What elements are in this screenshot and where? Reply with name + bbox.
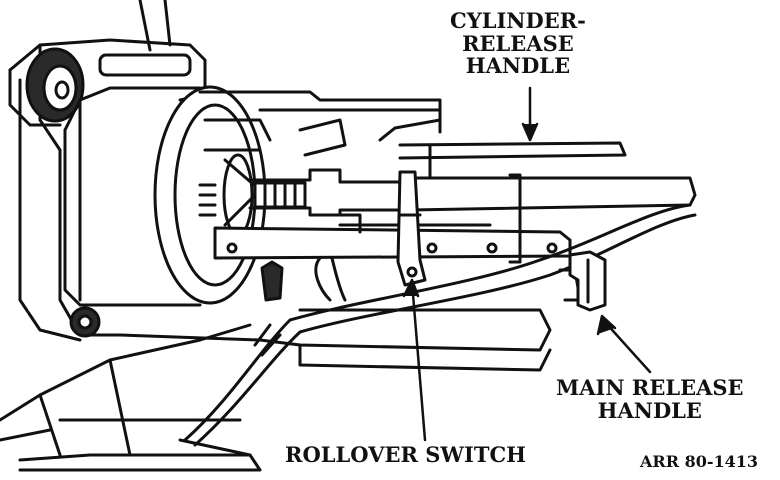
lower-rail — [213, 213, 572, 260]
figure-id: ARR 80-1413 — [640, 452, 759, 471]
base-skid — [0, 323, 262, 472]
main-label-line-1: MAIN RELEASE — [556, 375, 744, 400]
rollover-switch-block — [396, 170, 522, 287]
main-shaft — [248, 168, 697, 217]
right-support — [118, 308, 552, 372]
cylinder-label-line-1: CYLINDER- — [450, 8, 586, 33]
cylinder-label-line-2: RELEASE — [462, 30, 574, 56]
bottom-bolt — [69, 306, 101, 338]
fittings — [253, 256, 347, 357]
main-release-handle-part — [568, 250, 607, 312]
leader-lines — [402, 86, 652, 442]
cylinder-release-handle-label: CYLINDER- RELEASE HANDLE — [450, 8, 586, 79]
adjuster-knob — [25, 47, 85, 123]
upper-housing — [198, 90, 442, 152]
rollover-switch-label: ROLLOVER SWITCH — [285, 442, 527, 467]
main-release-handle-label: MAIN RELEASE HANDLE — [556, 375, 744, 423]
cylinder-release-bar — [258, 108, 627, 180]
cylinder-label-line-3: HANDLE — [465, 53, 571, 79]
main-label-line-2: HANDLE — [597, 397, 702, 423]
